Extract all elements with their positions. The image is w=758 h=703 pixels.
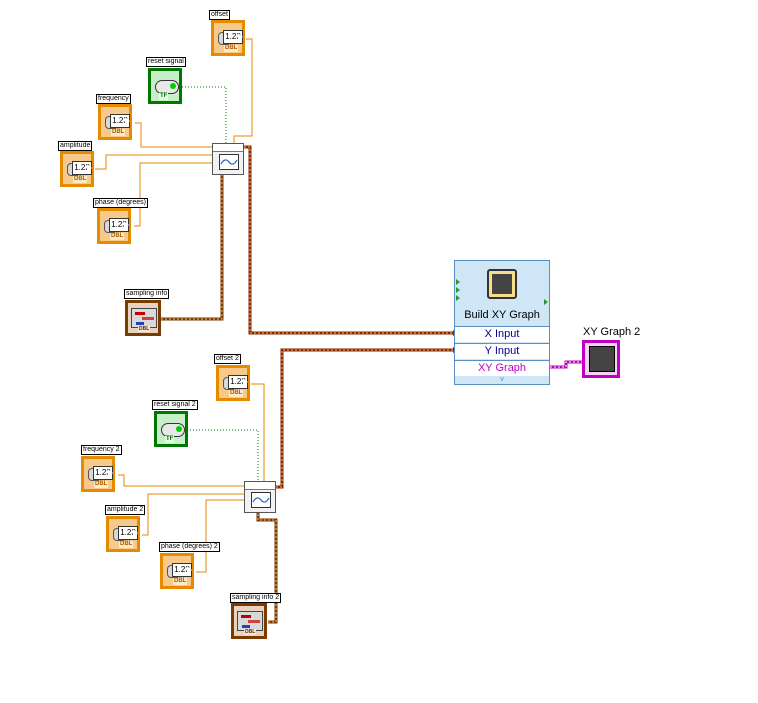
- build-xy-graph-node[interactable]: Build XY Graph X Input Y Input XY Graph …: [454, 260, 550, 385]
- reset-signal2-label: reset signal 2: [152, 400, 198, 410]
- wire-amplitude[interactable]: [95, 154, 213, 170]
- wire-frequency[interactable]: [135, 122, 213, 148]
- phase2-control[interactable]: 1.23 DBL: [160, 553, 194, 589]
- sine-wave-icon: [219, 154, 239, 170]
- wire-phase[interactable]: [134, 162, 213, 227]
- wire-sim2-to-y-input[interactable]: [276, 348, 456, 489]
- wire-sampling-info[interactable]: [161, 173, 224, 321]
- frequency-type: DBL: [111, 129, 126, 136]
- phase-type: DBL: [110, 233, 125, 240]
- sampling-info-type: DBL: [138, 326, 151, 332]
- frequency-control[interactable]: 1.23 DBL: [98, 104, 132, 140]
- sampling-info-control[interactable]: DBL: [125, 300, 161, 336]
- simulate-signal-node-1[interactable]: [212, 143, 244, 175]
- phase2-type: DBL: [173, 578, 188, 585]
- reset-signal-label: reset signal: [146, 57, 186, 67]
- wire-offset[interactable]: [233, 38, 253, 143]
- output-terminal-icon: [87, 164, 92, 172]
- frequency2-type: DBL: [94, 481, 109, 488]
- sampling-info2-label: sampling info 2: [230, 593, 282, 603]
- boolean-led-icon: [155, 80, 179, 94]
- reset-signal-control[interactable]: TF: [148, 68, 182, 104]
- wire-frequency2[interactable]: [118, 474, 244, 487]
- output-terminal-icon: [108, 469, 113, 477]
- reset-signal-type: TF: [159, 93, 169, 100]
- xy-graph2-label: XY Graph 2: [583, 326, 641, 338]
- xy-graph-icon: [487, 269, 517, 299]
- x-input-terminal[interactable]: X Input: [455, 326, 549, 342]
- output-terminal-icon: [125, 117, 130, 125]
- wire-reset-signal2[interactable]: [190, 429, 259, 482]
- cluster-icon: [131, 308, 157, 328]
- simulate-signal-node-2[interactable]: [244, 481, 276, 513]
- amplitude-label: amplitude: [58, 141, 93, 151]
- wire-amplitude2[interactable]: [142, 493, 244, 536]
- output-terminal-icon: [243, 378, 248, 386]
- output-terminal-icon: [187, 566, 192, 574]
- xy-graph-output-terminal[interactable]: XY Graph: [455, 360, 549, 376]
- offset2-control[interactable]: 1.23 DBL: [216, 365, 250, 401]
- frequency2-control[interactable]: 1.23 DBL: [81, 456, 115, 492]
- express-header-icon: [245, 482, 275, 490]
- cluster-icon: [237, 611, 263, 631]
- offset2-label: offset 2: [214, 354, 241, 364]
- offset-label: offset: [209, 10, 230, 20]
- amplitude-type: DBL: [73, 176, 88, 183]
- output-terminal-icon: [124, 221, 129, 229]
- phase-control[interactable]: 1.23 DBL: [97, 208, 131, 244]
- output-terminal-icon: [238, 33, 243, 41]
- wire-sim1-to-x-input[interactable]: [244, 145, 456, 335]
- offset-type: DBL: [224, 45, 239, 52]
- phase-label: phase (degrees): [93, 198, 148, 208]
- sampling-info-label: sampling info: [124, 289, 170, 299]
- expand-chevron-icon[interactable]: ˅: [499, 375, 505, 384]
- build-xy-graph-title: Build XY Graph: [464, 309, 540, 321]
- reset-signal2-type: TF: [165, 436, 175, 443]
- offset-control[interactable]: 1.23 DBL: [211, 20, 245, 56]
- phase2-label: phase (degrees) 2: [159, 542, 220, 552]
- express-header-icon: [213, 144, 243, 152]
- output-terminal-icon: [133, 529, 138, 537]
- reset-signal2-control[interactable]: TF: [154, 411, 188, 447]
- wire-offset2[interactable]: [251, 383, 265, 482]
- wire-phase2[interactable]: [196, 499, 244, 573]
- node-terminal-arrows: [456, 279, 548, 305]
- sampling-info2-type: DBL: [244, 629, 257, 635]
- amplitude2-label: amplitude 2: [105, 505, 146, 515]
- amplitude2-type: DBL: [119, 541, 134, 548]
- amplitude2-control[interactable]: 1.23 DBL: [106, 516, 140, 552]
- amplitude-control[interactable]: 1.23 DBL: [60, 151, 94, 187]
- sine-wave-icon: [251, 492, 271, 508]
- offset2-type: DBL: [229, 390, 244, 397]
- boolean-led-icon: [161, 423, 185, 437]
- wire-reset-signal[interactable]: [182, 86, 227, 143]
- frequency-label: frequency: [96, 94, 131, 104]
- graph-screen-icon: [589, 346, 615, 372]
- sampling-info2-control[interactable]: DBL: [231, 603, 267, 639]
- xy-graph2-indicator[interactable]: [582, 340, 620, 378]
- frequency2-label: frequency 2: [81, 445, 122, 455]
- y-input-terminal[interactable]: Y Input: [455, 343, 549, 359]
